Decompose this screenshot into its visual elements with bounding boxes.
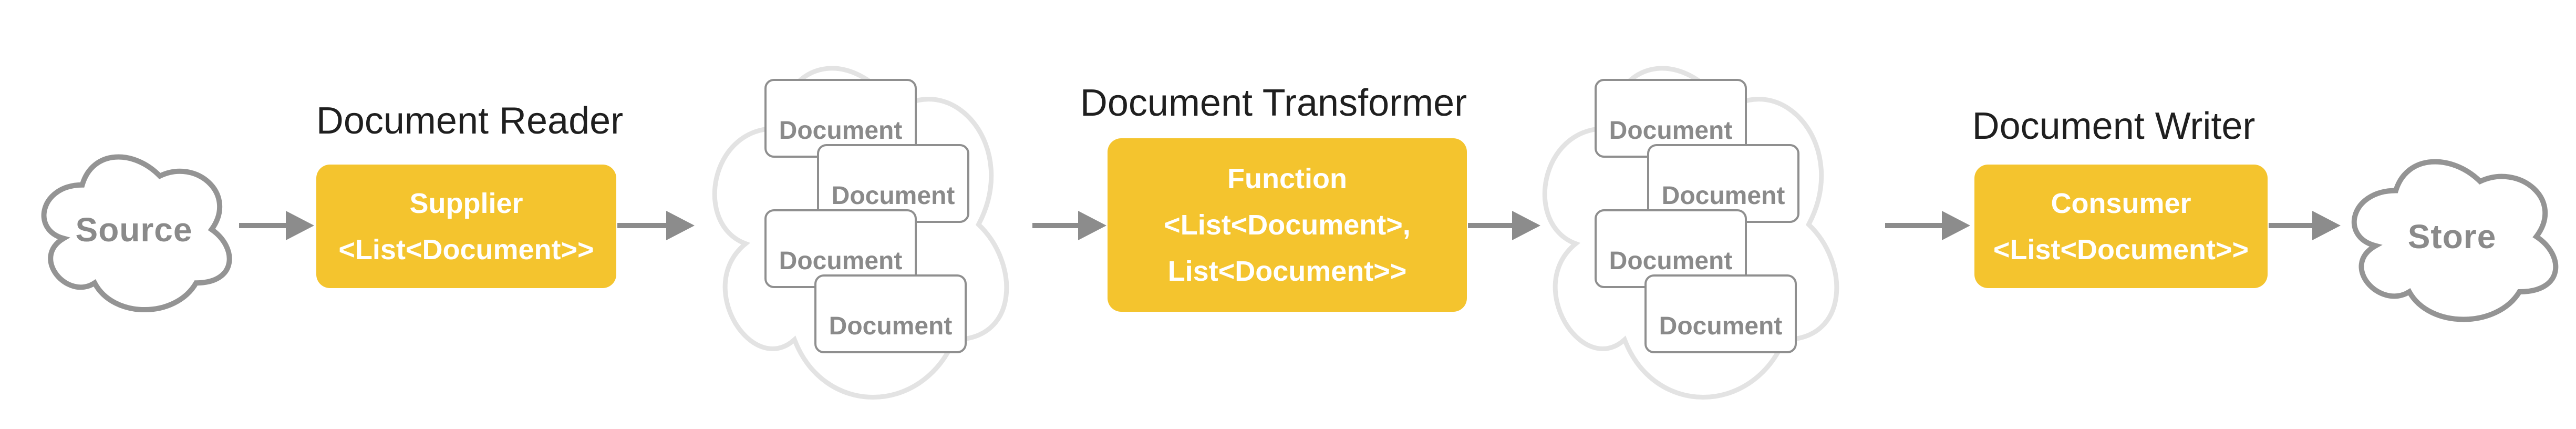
source-label: Source bbox=[75, 210, 193, 249]
arrow-shaft bbox=[239, 223, 286, 228]
arrow-shaft bbox=[1032, 223, 1078, 228]
function-box-line3: List<Document>> bbox=[1167, 256, 1407, 287]
reader-title: Document Reader bbox=[316, 100, 624, 142]
arrow-shaft bbox=[1885, 223, 1942, 228]
document-card: Document bbox=[1647, 144, 1799, 223]
document-card-label: Document bbox=[1609, 247, 1733, 275]
document-card-label: Document bbox=[829, 312, 953, 340]
document-card: Document bbox=[1595, 79, 1747, 158]
arrow-transformer-to-documents bbox=[1468, 211, 1540, 240]
arrow-shaft bbox=[617, 223, 666, 228]
document-card-label: Document bbox=[779, 247, 903, 275]
arrow-source-to-reader bbox=[239, 211, 314, 240]
document-card: Document bbox=[1644, 274, 1797, 353]
document-card: Document bbox=[764, 79, 917, 158]
documents-out-cloud-shape: Document Document Document Document bbox=[1524, 33, 1849, 416]
transformer-title: Document Transformer bbox=[1080, 82, 1467, 124]
arrow-documents-to-transformer bbox=[1032, 211, 1106, 240]
document-card-label: Document bbox=[831, 181, 955, 210]
arrow-writer-to-store bbox=[2269, 211, 2341, 240]
store-label: Store bbox=[2407, 218, 2497, 256]
consumer-box-line2: <List<Document>> bbox=[1993, 233, 2249, 265]
document-card-label: Document bbox=[1661, 181, 1785, 210]
cloud-icon bbox=[30, 140, 237, 319]
supplier-box-line1: Supplier bbox=[409, 187, 523, 219]
consumer-box-line1: Consumer bbox=[2051, 187, 2191, 219]
arrow-right-icon bbox=[286, 211, 314, 240]
arrow-right-icon bbox=[2312, 211, 2341, 240]
document-card: Document bbox=[814, 274, 967, 353]
reader-supplier-box: Supplier <List<Document>> bbox=[316, 165, 616, 288]
arrow-documents-to-writer bbox=[1885, 211, 1970, 240]
document-card-label: Document bbox=[1659, 312, 1783, 340]
arrow-right-icon bbox=[1942, 211, 1970, 240]
writer-consumer-box: Consumer <List<Document>> bbox=[1974, 165, 2268, 288]
cloud-icon bbox=[2340, 145, 2564, 329]
document-card-label: Document bbox=[1609, 116, 1733, 145]
arrow-shaft bbox=[2269, 223, 2312, 228]
document-card-label: Document bbox=[779, 116, 903, 145]
supplier-box-line2: <List<Document>> bbox=[338, 233, 594, 265]
arrow-reader-to-documents bbox=[617, 211, 695, 240]
documents-in-cloud-shape: Document Document Document Document bbox=[694, 33, 1019, 416]
arrow-right-icon bbox=[1078, 211, 1106, 240]
function-box-line1: Function bbox=[1227, 163, 1347, 195]
function-box-line2: <List<Document>, bbox=[1164, 209, 1411, 241]
arrow-right-icon bbox=[666, 211, 695, 240]
transformer-function-box: Function <List<Document>, List<Document>… bbox=[1108, 138, 1467, 312]
store-cloud-shape: Store bbox=[2340, 145, 2564, 329]
arrow-right-icon bbox=[1512, 211, 1540, 240]
source-cloud-shape: Source bbox=[30, 140, 237, 319]
arrow-shaft bbox=[1468, 223, 1512, 228]
writer-title: Document Writer bbox=[1972, 105, 2256, 147]
